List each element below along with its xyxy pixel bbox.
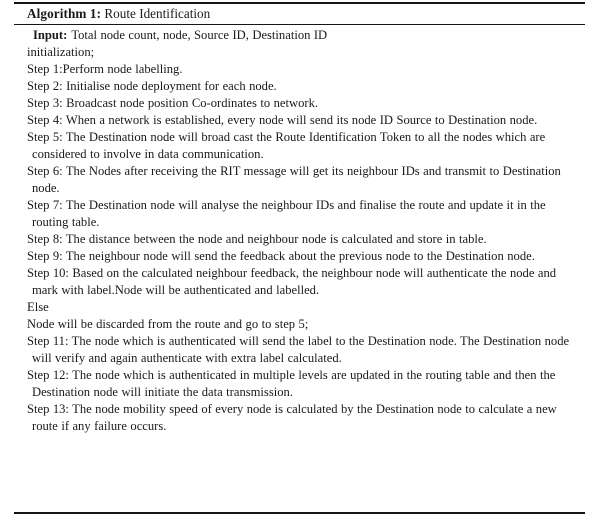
algorithm-step-line: Step 8: The distance between the node an…	[27, 232, 487, 246]
algorithm-step-line: Else	[27, 300, 49, 314]
algorithm-title: Algorithm 1: Route Identification	[27, 5, 210, 22]
algorithm-step-line: Step 3: Broadcast node position Co-ordin…	[27, 96, 319, 110]
algorithm-step-line: Step 13: The node mobility speed of ever…	[27, 402, 557, 433]
algorithm-bottom-rule	[14, 512, 585, 515]
algorithm-step-line: Step 10: Based on the calculated neighbo…	[27, 266, 557, 297]
algorithm-title-name: Route Identification	[104, 6, 211, 21]
algorithm-steps-list: Input:Total node count, node, Source ID,…	[27, 27, 572, 435]
algorithm-step-line: Step 1:Perform node labelling.	[27, 62, 183, 76]
algorithm-step-line: Step 5: The Destination node will broad …	[27, 130, 546, 161]
algorithm-step-line: Step 2: Initialise node deployment for e…	[27, 79, 277, 93]
algorithm-step-line: Node will be discarded from the route an…	[27, 317, 309, 331]
algorithm-step-line: Step 4: When a network is established, e…	[27, 113, 538, 127]
algorithm-block: Algorithm 1: Route Identification Input:…	[14, 0, 585, 519]
algorithm-step-line: Step 12: The node which is authenticated…	[27, 368, 556, 399]
algorithm-step-line: Step 7: The Destination node will analys…	[27, 198, 546, 229]
algorithm-input-line: Input:Total node count, node, Source ID,…	[27, 27, 572, 44]
algorithm-title-rule	[14, 24, 585, 26]
algorithm-step-line: Step 11: The node which is authenticated…	[27, 334, 570, 365]
algorithm-input-value: Total node count, node, Source ID, Desti…	[71, 28, 328, 42]
algorithm-input-label: Input:	[33, 28, 68, 42]
algorithm-step-line: Step 6: The Nodes after receiving the RI…	[27, 164, 561, 195]
algorithm-title-label: Algorithm 1:	[27, 6, 102, 21]
algorithm-step-line: Step 9: The neighbour node will send the…	[27, 249, 535, 263]
algorithm-step-line: initialization;	[27, 45, 95, 59]
algorithm-top-rule	[14, 2, 585, 5]
